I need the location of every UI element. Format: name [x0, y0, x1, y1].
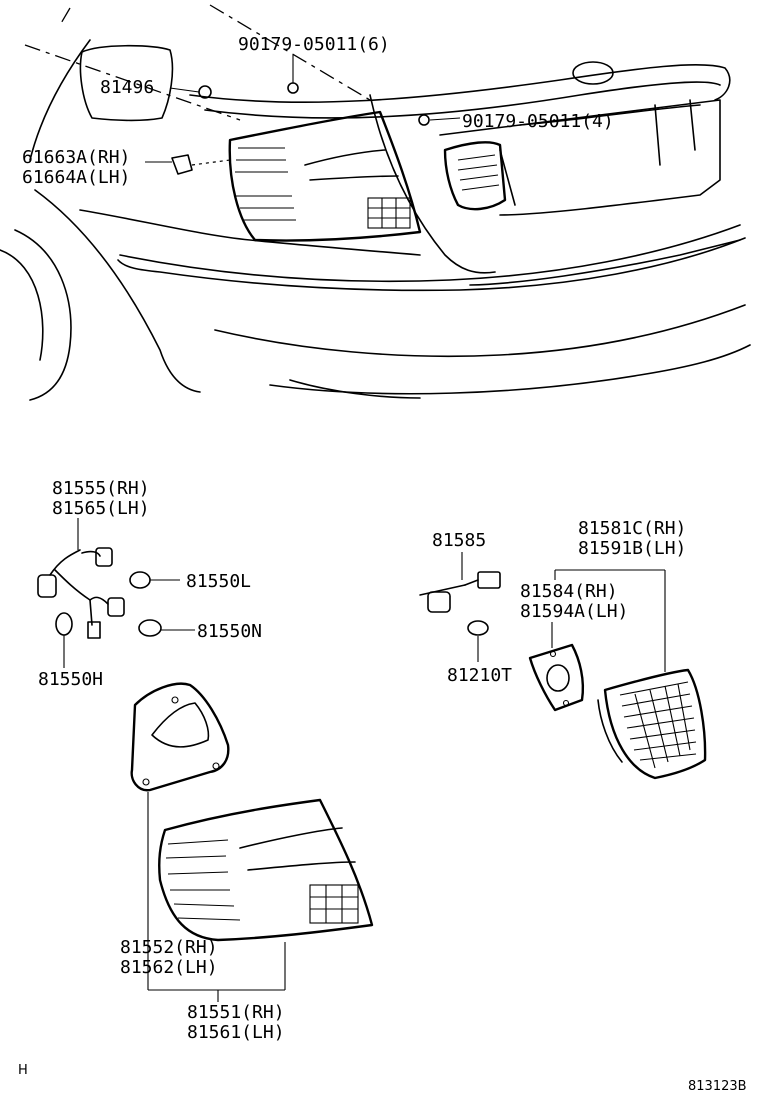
label-81584-rh: 81584(RH) [520, 581, 618, 602]
label-81550h: 81550H [38, 669, 103, 690]
tail-lamp-gasket [130, 682, 230, 792]
label-90179-05011-6: 90179-05011(6) [238, 34, 390, 55]
tail-lamp-installed [228, 110, 422, 242]
nut-upper-icon [287, 82, 299, 94]
label-81565-lh: 81565(LH) [52, 498, 150, 519]
label-61663a-rh: 61663A(RH) [22, 147, 130, 168]
label-81555-rh: 81555(RH) [52, 478, 150, 499]
license-lamp-assy [597, 668, 707, 780]
label-81210t: 81210T [447, 665, 512, 686]
label-81581c-rh: 81581C(RH) [578, 518, 686, 539]
label-81591b-lh: 81591B(LH) [578, 538, 686, 559]
label-81550n: 81550N [197, 621, 262, 642]
bulb-81550h-icon [55, 612, 73, 636]
label-90179-05011-4: 90179-05011(4) [462, 111, 614, 132]
license-lamp-installed [443, 141, 507, 211]
footer-left-mark: H [18, 1063, 28, 1078]
vehicle-rear-body [0, 4, 751, 401]
tail-lamp-assy [158, 798, 374, 942]
license-lamp-socket [419, 571, 501, 613]
label-61664a-lh: 61664A(LH) [22, 167, 130, 188]
label-81561-lh: 81561(LH) [187, 1022, 285, 1043]
bulb-81210t-icon [467, 620, 489, 636]
bulb-81550l-icon [129, 571, 151, 589]
socket-icon [171, 154, 193, 175]
label-81585: 81585 [432, 530, 486, 551]
socket-wire-harness [37, 547, 125, 639]
figure-code: 813123B [688, 1079, 747, 1094]
label-81594a-lh: 81594A(LH) [520, 601, 628, 622]
label-81550l: 81550L [186, 571, 251, 592]
label-81496: 81496 [100, 77, 154, 98]
label-81551-rh: 81551(RH) [187, 1002, 285, 1023]
label-81562-lh: 81562(LH) [120, 957, 218, 978]
label-81552-rh: 81552(RH) [120, 937, 218, 958]
bulb-81550n-icon [138, 619, 162, 637]
nut-lower-icon [418, 114, 430, 126]
license-lamp-gasket [528, 643, 585, 712]
